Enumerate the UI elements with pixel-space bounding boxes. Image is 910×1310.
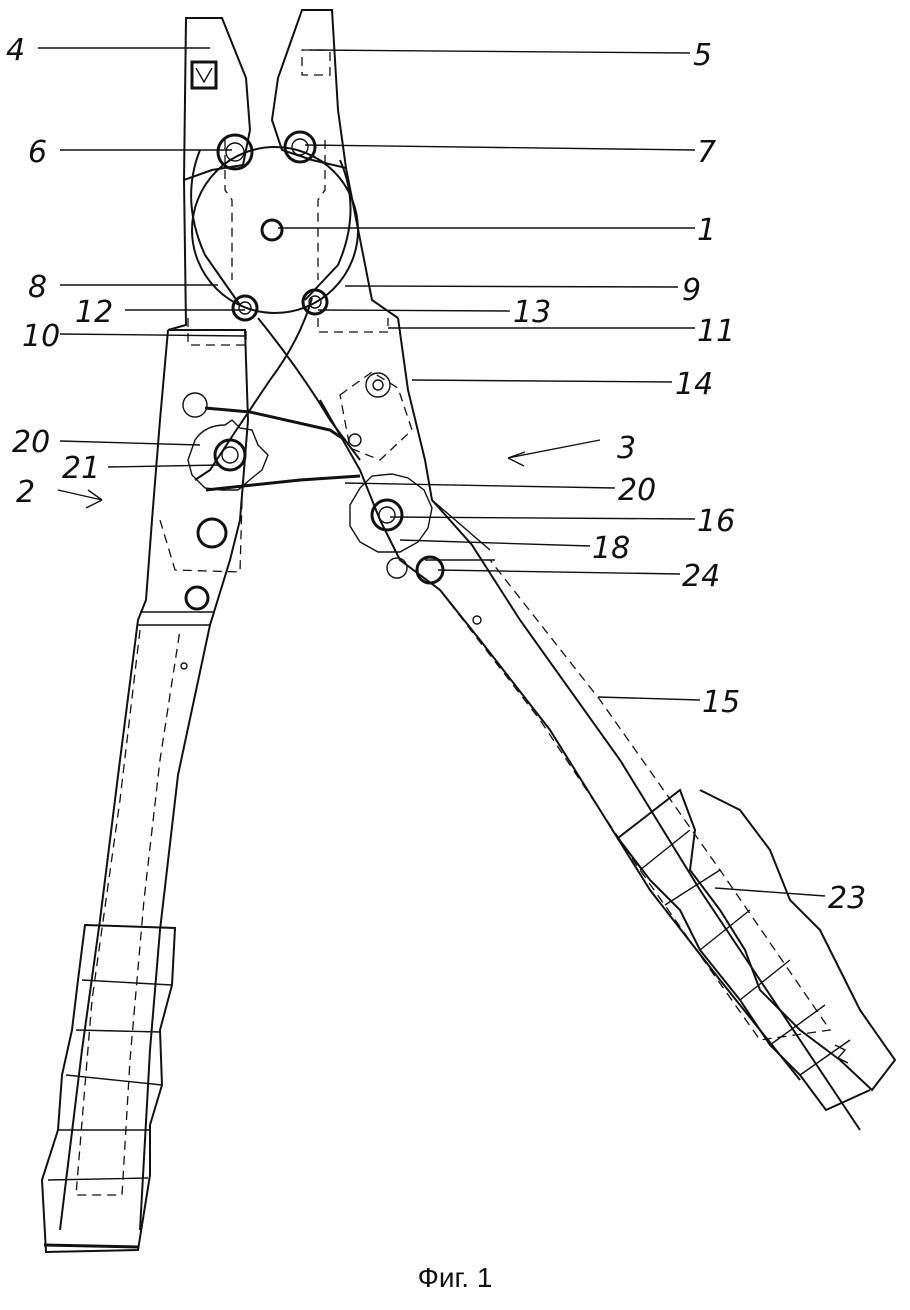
right-handle <box>319 317 861 1131</box>
right-grip <box>617 788 897 1112</box>
label-23: 23 <box>828 881 866 916</box>
label-4: 4 <box>6 33 25 68</box>
reference-numerals: 4 5 6 7 1 8 9 12 13 10 11 14 20 3 21 2 2… <box>6 33 866 916</box>
ratchet-mechanism <box>187 297 413 492</box>
label-12: 12 <box>75 295 113 330</box>
left-grip <box>40 923 177 1254</box>
label-11: 11 <box>697 314 735 349</box>
label-2: 2 <box>16 475 35 510</box>
label-18: 18 <box>592 531 630 566</box>
label-8: 8 <box>28 270 47 305</box>
label-10: 10 <box>22 319 60 354</box>
label-3: 3 <box>617 431 636 466</box>
label-20-right: 20 <box>618 473 656 508</box>
left-handle <box>59 329 250 1231</box>
label-5: 5 <box>693 38 712 73</box>
label-24: 24 <box>682 559 720 594</box>
jaw-right <box>270 9 348 170</box>
label-6: 6 <box>28 135 47 170</box>
label-9: 9 <box>682 273 701 308</box>
jaw-left <box>182 17 252 182</box>
label-20-left: 20 <box>12 425 50 460</box>
label-21: 21 <box>62 451 100 486</box>
label-7: 7 <box>697 135 716 170</box>
label-14: 14 <box>675 367 713 402</box>
label-13: 13 <box>513 295 551 330</box>
leader-lines <box>38 47 826 897</box>
label-16: 16 <box>697 504 735 539</box>
label-15: 15 <box>702 685 740 720</box>
pivot-pins <box>216 130 329 322</box>
label-1: 1 <box>697 213 716 248</box>
figure-caption: Фиг. 1 <box>417 1262 493 1293</box>
head-plates <box>167 140 399 346</box>
